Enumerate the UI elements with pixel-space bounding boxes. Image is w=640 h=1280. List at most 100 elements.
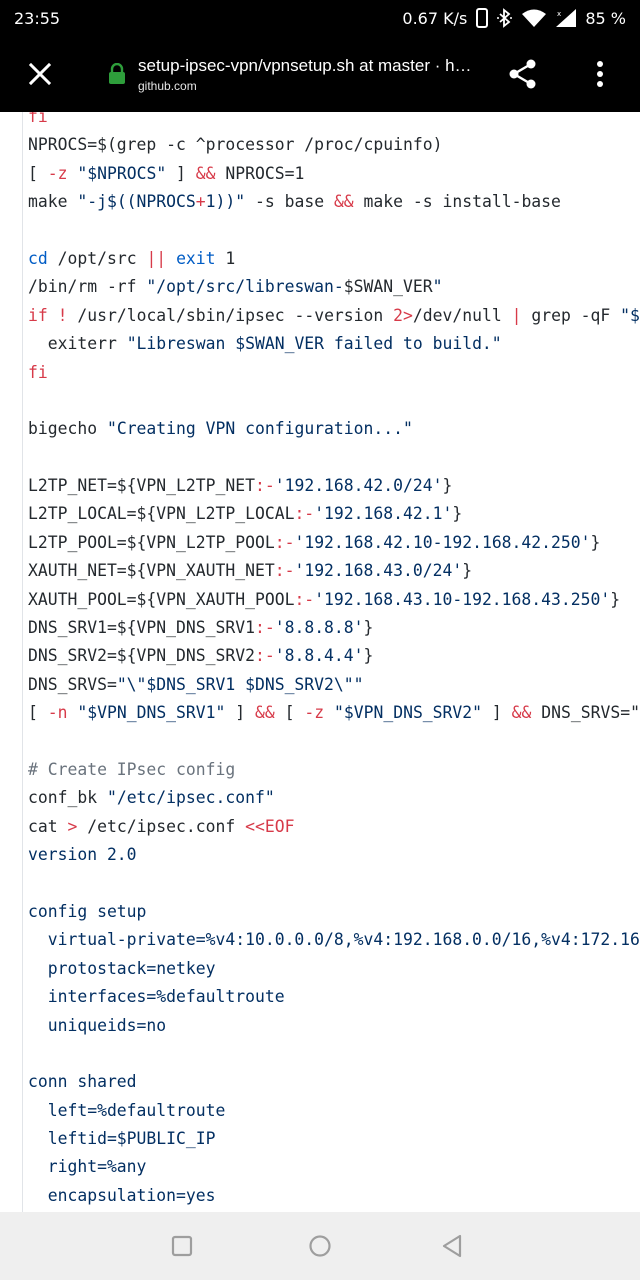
code-token: bigecho [28, 419, 107, 439]
code-token: XAUTH_POOL=${VPN_XAUTH_POOL [28, 589, 295, 609]
code-token: exit [176, 248, 216, 268]
code-token: L2TP_NET=${VPN_L2TP_NET [28, 476, 255, 496]
code-line: XAUTH_POOL=${VPN_XAUTH_POOL:-'192.168.43… [28, 586, 640, 614]
code-token: + [195, 192, 206, 212]
code-line: L2TP_LOCAL=${VPN_L2TP_LOCAL:-'192.168.42… [28, 500, 640, 528]
code-token: "-j$((NPROCS [77, 192, 196, 212]
code-token: right=%any [28, 1157, 147, 1177]
code-token: "$VPN_DNS_SRV1" [77, 703, 226, 723]
code-token: '8.8.4.4' [274, 646, 364, 666]
code-line [28, 387, 640, 415]
code-line: right=%any [28, 1153, 640, 1181]
code-token: } [590, 532, 601, 552]
code-token: "/opt/src/libreswan- [146, 277, 344, 297]
code-line: fi [28, 359, 640, 387]
code-token [68, 164, 78, 183]
code-line: config setup [28, 898, 640, 926]
code-token: } [452, 504, 463, 524]
code-token: -n [47, 703, 68, 723]
code-line: interfaces=%defaultroute [28, 983, 640, 1011]
secure-indicator[interactable] [108, 63, 128, 85]
code-token: conf_bk [28, 788, 107, 808]
code-line: leftid=$PUBLIC_IP [28, 1125, 640, 1153]
share-icon [509, 59, 536, 89]
share-button[interactable] [504, 54, 542, 94]
back-button[interactable] [438, 1232, 466, 1260]
code-line: XAUTH_NET=${VPN_XAUTH_NET:-'192.168.43.0… [28, 557, 640, 585]
code-token: /dev/null [412, 305, 512, 325]
code-token: :- [254, 476, 275, 496]
code-token: "Libreswan $SWAN_VER failed to build." [126, 334, 502, 354]
code-token: L2TP_POOL=${VPN_L2TP_POOL [28, 532, 275, 552]
code-token: '192.168.42.0/24' [274, 476, 443, 496]
code-line: conf_bk "/etc/ipsec.conf" [28, 784, 640, 812]
code-line: encapsulation=yes [28, 1182, 640, 1210]
code-line: protostack=netkey [28, 955, 640, 983]
code-token: 1 [215, 248, 236, 268]
code-token: fi [28, 112, 48, 126]
code-line: DNS_SRV2=${VPN_DNS_SRV2:-'8.8.4.4'} [28, 642, 640, 670]
signal-icon: x [555, 8, 577, 28]
code-token [68, 703, 78, 722]
svg-text:x: x [557, 10, 561, 18]
code-token: DNS_SRVS="$DNS_SRV1" [541, 703, 640, 723]
code-token: && [195, 163, 216, 183]
code-token: && [333, 192, 354, 212]
vibrate-icon [475, 8, 489, 28]
code-token: $SWAN_VER [343, 277, 433, 297]
code-token: DNS_SRVS= [28, 674, 117, 694]
code-line: # Create IPsec config [28, 756, 640, 784]
code-token: [ [28, 703, 48, 723]
code-token: } [442, 476, 453, 496]
code-token: "$SWAN_VER" [620, 305, 640, 325]
code-token: if [28, 305, 48, 325]
code-line: L2TP_POOL=${VPN_L2TP_POOL:-'192.168.42.1… [28, 529, 640, 557]
code-token: ] [482, 703, 512, 723]
code-token: config setup [28, 901, 147, 921]
code-token: 1))" [205, 192, 246, 212]
code-token: } [462, 561, 473, 581]
code-token: # Create IPsec config [28, 759, 236, 779]
code-token: conn shared [28, 1072, 137, 1092]
code-token: 2> [393, 305, 413, 325]
more-options-button[interactable] [584, 54, 616, 94]
code-line [28, 728, 640, 756]
code-token: DNS_SRV1=${VPN_DNS_SRV1 [28, 618, 255, 638]
code-token: | [511, 305, 522, 325]
close-button[interactable] [12, 46, 68, 102]
code-token: :- [274, 532, 295, 552]
code-line: L2TP_NET=${VPN_L2TP_NET:-'192.168.42.0/2… [28, 472, 640, 500]
status-indicators: 0.67 K/s x 85 % [402, 8, 626, 28]
code-token: "\"$DNS_SRV1 $DNS_SRV2\"" [116, 674, 364, 694]
status-bar: 23:55 0.67 K/s x 85 % [0, 0, 640, 36]
code-token: uniqueids=no [28, 1015, 167, 1035]
bluetooth-icon [497, 8, 513, 28]
home-button[interactable] [306, 1232, 334, 1260]
code-line: [ -n "$VPN_DNS_SRV1" ] && [ -z "$VPN_DNS… [28, 699, 640, 727]
code-token: ] [166, 163, 196, 183]
code-token: && [255, 703, 275, 723]
recents-button[interactable] [168, 1232, 196, 1260]
code-token: fi [28, 362, 48, 382]
code-line [28, 1040, 640, 1068]
code-token: grep -qF [521, 305, 621, 325]
code-line: virtual-private=%v4:10.0.0.0/8,%v4:192.1… [28, 926, 640, 954]
code-token: :- [274, 561, 295, 581]
code-token: -s base [245, 192, 334, 212]
code-token: XAUTH_NET=${VPN_XAUTH_NET [28, 561, 275, 581]
code-token: ] [225, 703, 256, 723]
code-token: make -s install-base [353, 192, 561, 212]
code-token: '192.168.42.1' [314, 504, 453, 524]
recents-square-icon [171, 1235, 193, 1257]
code-line: cat > /etc/ipsec.conf <<EOF [28, 813, 640, 841]
page-title-block[interactable]: setup-ipsec-vpn/vpnsetup.sh at master · … [138, 56, 483, 93]
code-token: L2TP_LOCAL=${VPN_L2TP_LOCAL [28, 504, 295, 524]
page-url: github.com [138, 78, 197, 93]
code-token: /opt/src [47, 248, 147, 268]
code-line [28, 217, 640, 245]
close-icon [29, 63, 51, 85]
code-token: "/etc/ipsec.conf" [106, 788, 275, 808]
code-token: -z [304, 703, 325, 723]
code-token: || [146, 248, 167, 268]
